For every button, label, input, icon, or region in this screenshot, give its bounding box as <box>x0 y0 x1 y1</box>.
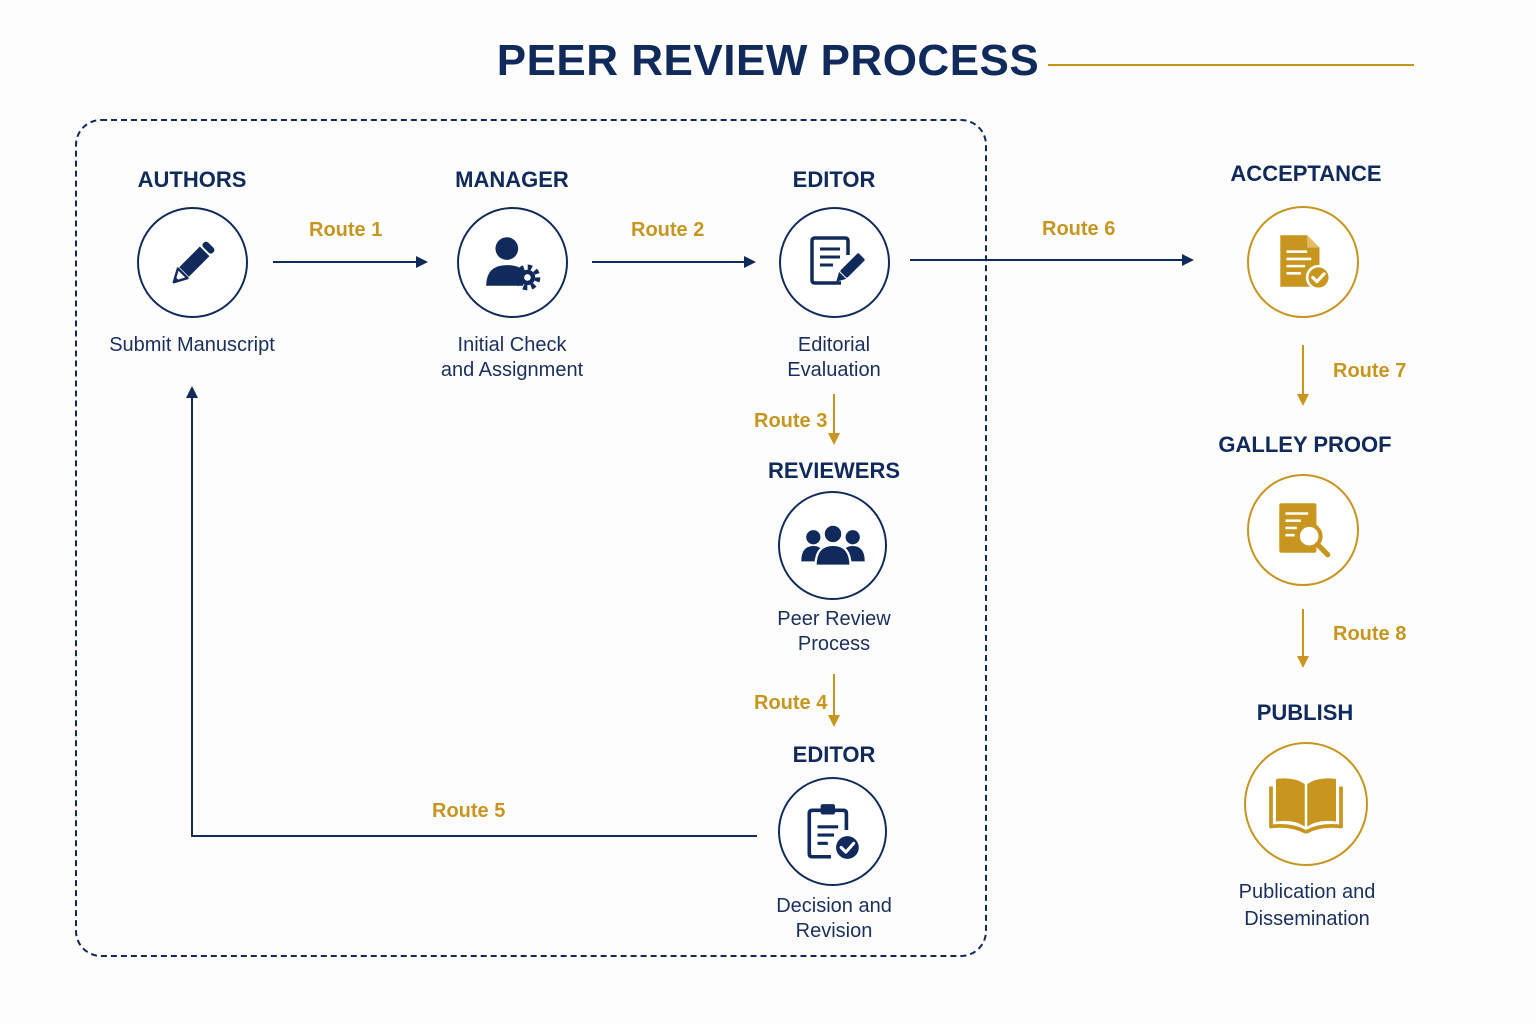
route-6-label: Route 6 <box>1042 218 1116 240</box>
pencil-icon <box>172 241 214 283</box>
user-gear-icon <box>485 236 540 290</box>
manager-description: Initial Check and Assignment <box>440 334 584 381</box>
manager-node <box>457 207 568 318</box>
page-title: PEER REVIEW PROCESS <box>496 36 1040 85</box>
route-1-label: Route 1 <box>309 219 383 241</box>
authors-title: AUTHORS <box>137 167 247 192</box>
galley-proof-title: GALLEY PROOF <box>1218 432 1392 457</box>
editor-evaluation-title: EDITOR <box>792 167 876 192</box>
route-5-arrow <box>186 386 757 837</box>
publish-title: PUBLISH <box>1256 700 1354 725</box>
editor-decision-node <box>778 777 887 886</box>
publish-node <box>1244 742 1368 866</box>
reviewers-description: Peer Review Process <box>777 608 891 655</box>
document-check-icon <box>1280 235 1332 291</box>
acceptance-node <box>1247 206 1359 318</box>
open-book-icon <box>1269 778 1343 834</box>
editor-evaluation-description: Editorial Evaluation <box>787 334 881 381</box>
route-8-label: Route 8 <box>1333 623 1407 645</box>
manager-title: MANAGER <box>455 167 569 192</box>
title-underline <box>1048 64 1414 66</box>
document-edit-icon <box>809 235 865 285</box>
route-2-label: Route 2 <box>631 219 705 241</box>
document-search-icon <box>1279 503 1331 558</box>
route-3-label: Route 3 <box>754 410 828 432</box>
route-5-label: Route 5 <box>432 800 506 822</box>
authors-description: Submit Manuscript <box>109 334 275 356</box>
editorial-office-boundary <box>75 119 987 957</box>
editor-decision-description: Decision and Revision <box>776 895 892 942</box>
reviewers-node <box>778 491 887 600</box>
editor-evaluation-node <box>779 207 890 318</box>
route-4-label: Route 4 <box>754 692 828 714</box>
acceptance-title: ACCEPTANCE <box>1230 161 1382 186</box>
editor-decision-title: EDITOR <box>792 742 876 767</box>
publish-description: Publication and Dissemination <box>1238 881 1376 930</box>
route-7-label: Route 7 <box>1333 360 1407 382</box>
clipboard-check-icon <box>806 803 861 861</box>
authors-node <box>137 207 248 318</box>
reviewers-title: REVIEWERS <box>767 458 901 483</box>
people-group-icon <box>800 523 865 567</box>
galley-proof-node <box>1247 474 1359 586</box>
